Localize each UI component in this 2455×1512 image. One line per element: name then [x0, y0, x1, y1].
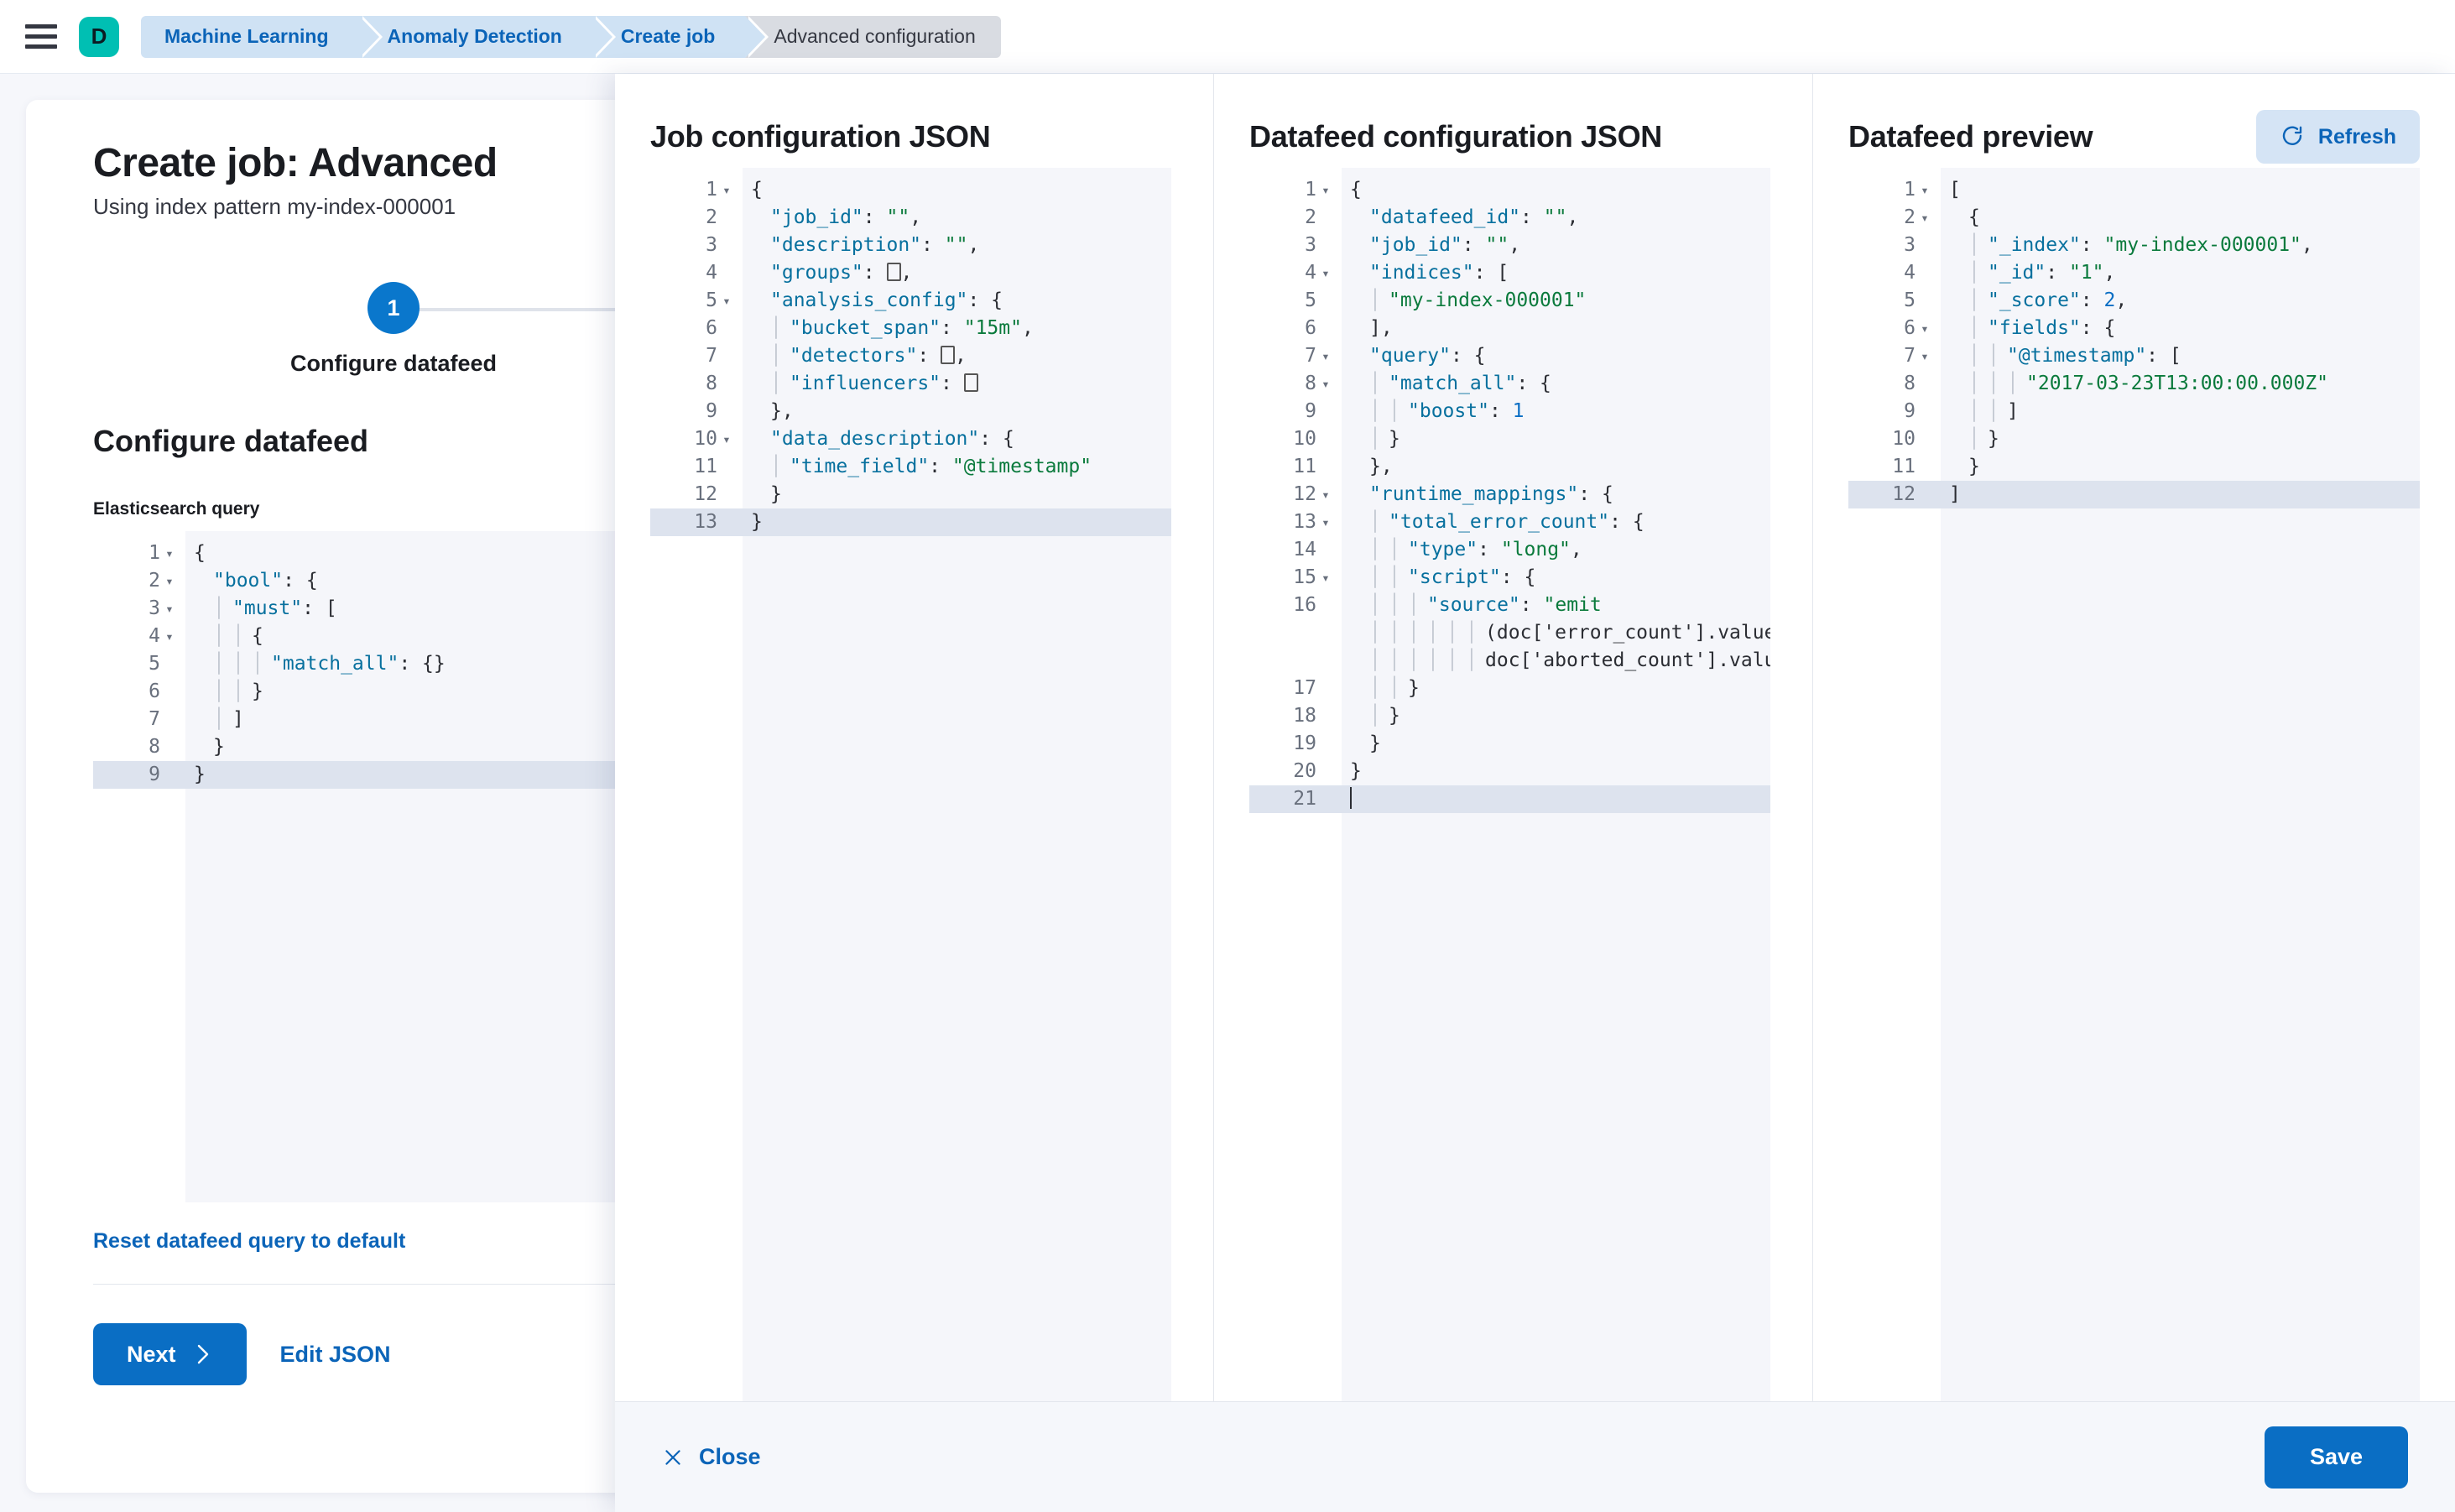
column-header: Job configuration JSON — [615, 106, 1213, 168]
editor-code[interactable]: { "job_id": "", "description": "", "grou… — [743, 168, 1171, 1401]
next-button[interactable]: Next — [93, 1323, 247, 1385]
breadcrumb-item-machine-learning[interactable]: Machine Learning — [141, 15, 383, 58]
breadcrumb-item-anomaly-detection[interactable]: Anomaly Detection — [358, 15, 617, 58]
stepper-step-1[interactable]: 1 — [367, 282, 420, 334]
column-header: Datafeed preview Refresh — [1813, 106, 2455, 168]
edit-json-button[interactable]: Edit JSON — [279, 1341, 391, 1367]
breadcrumb-item-advanced-configuration[interactable]: Advanced configuration — [745, 15, 1001, 58]
global-header: D Machine Learning Anomaly Detection Cre… — [0, 0, 2455, 74]
refresh-circular-arrow-icon — [2282, 126, 2302, 145]
section-title-configure-datafeed: Configure datafeed — [93, 424, 369, 458]
breadcrumb: Machine Learning Anomaly Detection Creat… — [141, 15, 1001, 58]
page-title: Create job: Advanced — [93, 141, 498, 185]
refresh-button-label: Refresh — [2317, 124, 2396, 149]
column-header: Datafeed configuration JSON — [1214, 106, 1812, 168]
close-button-label: Close — [699, 1444, 761, 1469]
job-configuration-title: Job configuration JSON — [650, 119, 991, 154]
next-button-label: Next — [127, 1341, 176, 1367]
save-button[interactable]: Save — [2264, 1426, 2408, 1489]
flyout-footer: Close Save — [615, 1401, 2455, 1512]
datafeed-configuration-title: Datafeed configuration JSON — [1249, 119, 1662, 154]
space-avatar[interactable]: D — [79, 16, 119, 57]
datafeed-preview-title: Datafeed preview — [1848, 119, 2093, 154]
editor-code[interactable]: { "datafeed_id": "", "job_id": "", "indi… — [1342, 168, 1770, 1401]
close-button[interactable]: Close — [662, 1444, 761, 1470]
close-x-icon — [665, 1449, 680, 1465]
refresh-button[interactable]: Refresh — [2255, 110, 2420, 164]
page-action-row: Next Edit JSON — [93, 1323, 865, 1385]
stepper-step-1-label: Configure datafeed — [289, 351, 498, 376]
page-subtitle: Using index pattern my-index-000001 — [93, 194, 456, 219]
editor-code[interactable]: [ { │"_index": "my-index-000001", │"_id"… — [1941, 168, 2420, 1401]
elasticsearch-query-label: Elasticsearch query — [93, 499, 260, 519]
divider — [93, 1284, 865, 1285]
chevron-right-icon — [197, 1344, 208, 1364]
reset-datafeed-query-link[interactable]: Reset datafeed query to default — [93, 1229, 406, 1253]
breadcrumb-item-create-job[interactable]: Create job — [592, 15, 769, 58]
hamburger-menu-icon[interactable] — [25, 24, 57, 50]
